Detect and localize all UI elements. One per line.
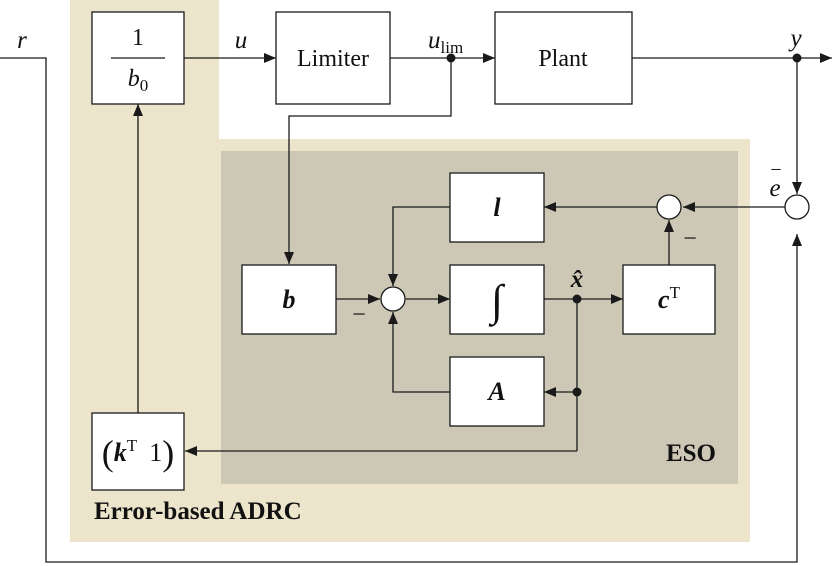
e-label: e [769, 175, 780, 202]
y-label: y [787, 25, 802, 52]
x-hat-junction-a [572, 387, 582, 397]
l-label: l [493, 193, 501, 222]
x-hat-label: x̂ [570, 266, 584, 293]
minus-sign-b: − [352, 302, 366, 328]
adrc-region-label: Error-based ADRC [94, 498, 302, 525]
inv-b0-denominator: b0 [128, 66, 149, 95]
u-label: u [235, 27, 248, 54]
b-label: b [283, 285, 296, 314]
plant-label: Plant [538, 46, 588, 72]
b-block [241, 264, 337, 335]
minus-sign-c: − [683, 226, 697, 252]
a-label: A [486, 377, 505, 406]
integrator-input-sum [380, 286, 406, 312]
limiter-block [275, 11, 391, 105]
plant-block [494, 11, 633, 105]
integral-icon: ∫ [488, 276, 506, 327]
observer-error-sum [656, 194, 682, 220]
x-hat-junction [572, 294, 582, 304]
e-bar-mark: − [770, 159, 781, 181]
eso-region-label: ESO [666, 440, 716, 467]
limiter-label: Limiter [297, 46, 369, 72]
k-gain-block [91, 412, 185, 491]
a-block [449, 356, 545, 427]
y-junction [792, 53, 802, 63]
c-transpose-label: cT [658, 283, 681, 314]
c-transpose-block [622, 264, 716, 335]
error-sum [784, 194, 810, 220]
inv-b0-numerator: 1 [132, 25, 144, 51]
u-lim-junction [446, 53, 456, 63]
integrator-block [449, 264, 545, 335]
signal-lines [0, 53, 832, 563]
r-label: r [17, 27, 27, 54]
u-lim-label: ulim [428, 27, 463, 57]
l-block [449, 172, 545, 243]
